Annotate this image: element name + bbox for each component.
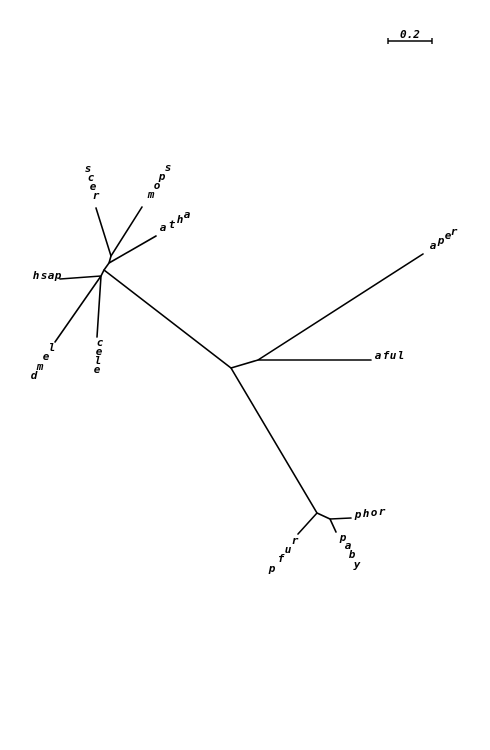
branch-root-archaea-a bbox=[230, 359, 259, 369]
taxon-label-char: e bbox=[90, 180, 97, 193]
branch-phor bbox=[329, 517, 352, 520]
taxon-label-char: p bbox=[354, 508, 362, 521]
taxon-label-char: p bbox=[437, 234, 445, 247]
taxon-label-char: a bbox=[160, 221, 167, 234]
branch-root-pyrococcus bbox=[230, 367, 318, 514]
taxon-label-char: p bbox=[54, 269, 62, 282]
taxon-label-char: r bbox=[379, 505, 386, 518]
scale-bar: 0.2 bbox=[387, 28, 433, 44]
taxon-label-char: l bbox=[95, 354, 102, 367]
taxon-label-char: r bbox=[292, 534, 299, 547]
taxon-label-char: c bbox=[88, 171, 95, 184]
branch-paby bbox=[329, 518, 337, 533]
taxon-label-char: e bbox=[445, 229, 452, 242]
taxon-label-char: o bbox=[154, 179, 161, 192]
taxon-label-char: f bbox=[383, 349, 390, 362]
taxon-label-char: c bbox=[97, 336, 104, 349]
taxon-label-char: l bbox=[398, 349, 405, 362]
taxon-label-char: d bbox=[31, 369, 38, 382]
taxon-label-char: p bbox=[158, 170, 166, 183]
branch-aper bbox=[257, 253, 424, 361]
taxon-label-char: h bbox=[177, 213, 184, 226]
branch-scer bbox=[95, 207, 112, 257]
taxon-label-char: u bbox=[390, 349, 397, 362]
taxon-label-char: a bbox=[375, 349, 382, 362]
taxon-label-char: a bbox=[184, 208, 191, 221]
taxon-label-char: m bbox=[147, 188, 155, 201]
taxon-label-char: h bbox=[33, 269, 40, 282]
branch-hsap bbox=[59, 275, 102, 280]
taxon-label-char: u bbox=[285, 543, 292, 556]
taxon-label-char: b bbox=[349, 548, 356, 561]
taxon-label-char: e bbox=[43, 350, 50, 363]
branch-spom bbox=[110, 206, 143, 257]
taxon-label-char: a bbox=[345, 539, 352, 552]
taxon-label-char: t bbox=[169, 218, 176, 231]
scale-bar-label: 0.2 bbox=[400, 28, 420, 41]
branch-root-eukaryote bbox=[103, 269, 232, 369]
taxon-label-char: e bbox=[96, 345, 103, 358]
taxon-label-char: m bbox=[36, 360, 44, 373]
branch-dmel bbox=[54, 275, 102, 343]
taxon-label-char: l bbox=[49, 341, 56, 354]
internal-branches bbox=[100, 255, 331, 520]
branch-pfur bbox=[297, 512, 318, 535]
taxon-label-char: r bbox=[93, 189, 100, 202]
taxon-label-char: f bbox=[278, 552, 285, 565]
taxon-label-char: y bbox=[353, 558, 361, 571]
taxon-label-char: o bbox=[371, 506, 378, 519]
taxon-label-char: a bbox=[48, 269, 55, 282]
taxon-label-char: a bbox=[430, 239, 437, 252]
branch-euk-fungi bbox=[108, 255, 112, 264]
taxon-label-char: p bbox=[339, 531, 347, 544]
taxon-label-char: s bbox=[165, 161, 172, 174]
branch-atha bbox=[108, 235, 157, 264]
taxon-label-char: e bbox=[94, 363, 101, 376]
taxon-label-char: s bbox=[85, 162, 92, 175]
taxon-label-char: h bbox=[363, 507, 370, 520]
taxon-label-char: r bbox=[451, 225, 458, 238]
branch-euk-animals bbox=[100, 269, 105, 277]
branch-cele bbox=[96, 275, 102, 338]
taxon-label-char: s bbox=[41, 269, 48, 282]
terminal-branches bbox=[54, 206, 424, 535]
taxon-label-char: p bbox=[268, 562, 276, 575]
branch-pyro-inner bbox=[316, 512, 331, 520]
branch-euk-inner bbox=[103, 262, 110, 271]
